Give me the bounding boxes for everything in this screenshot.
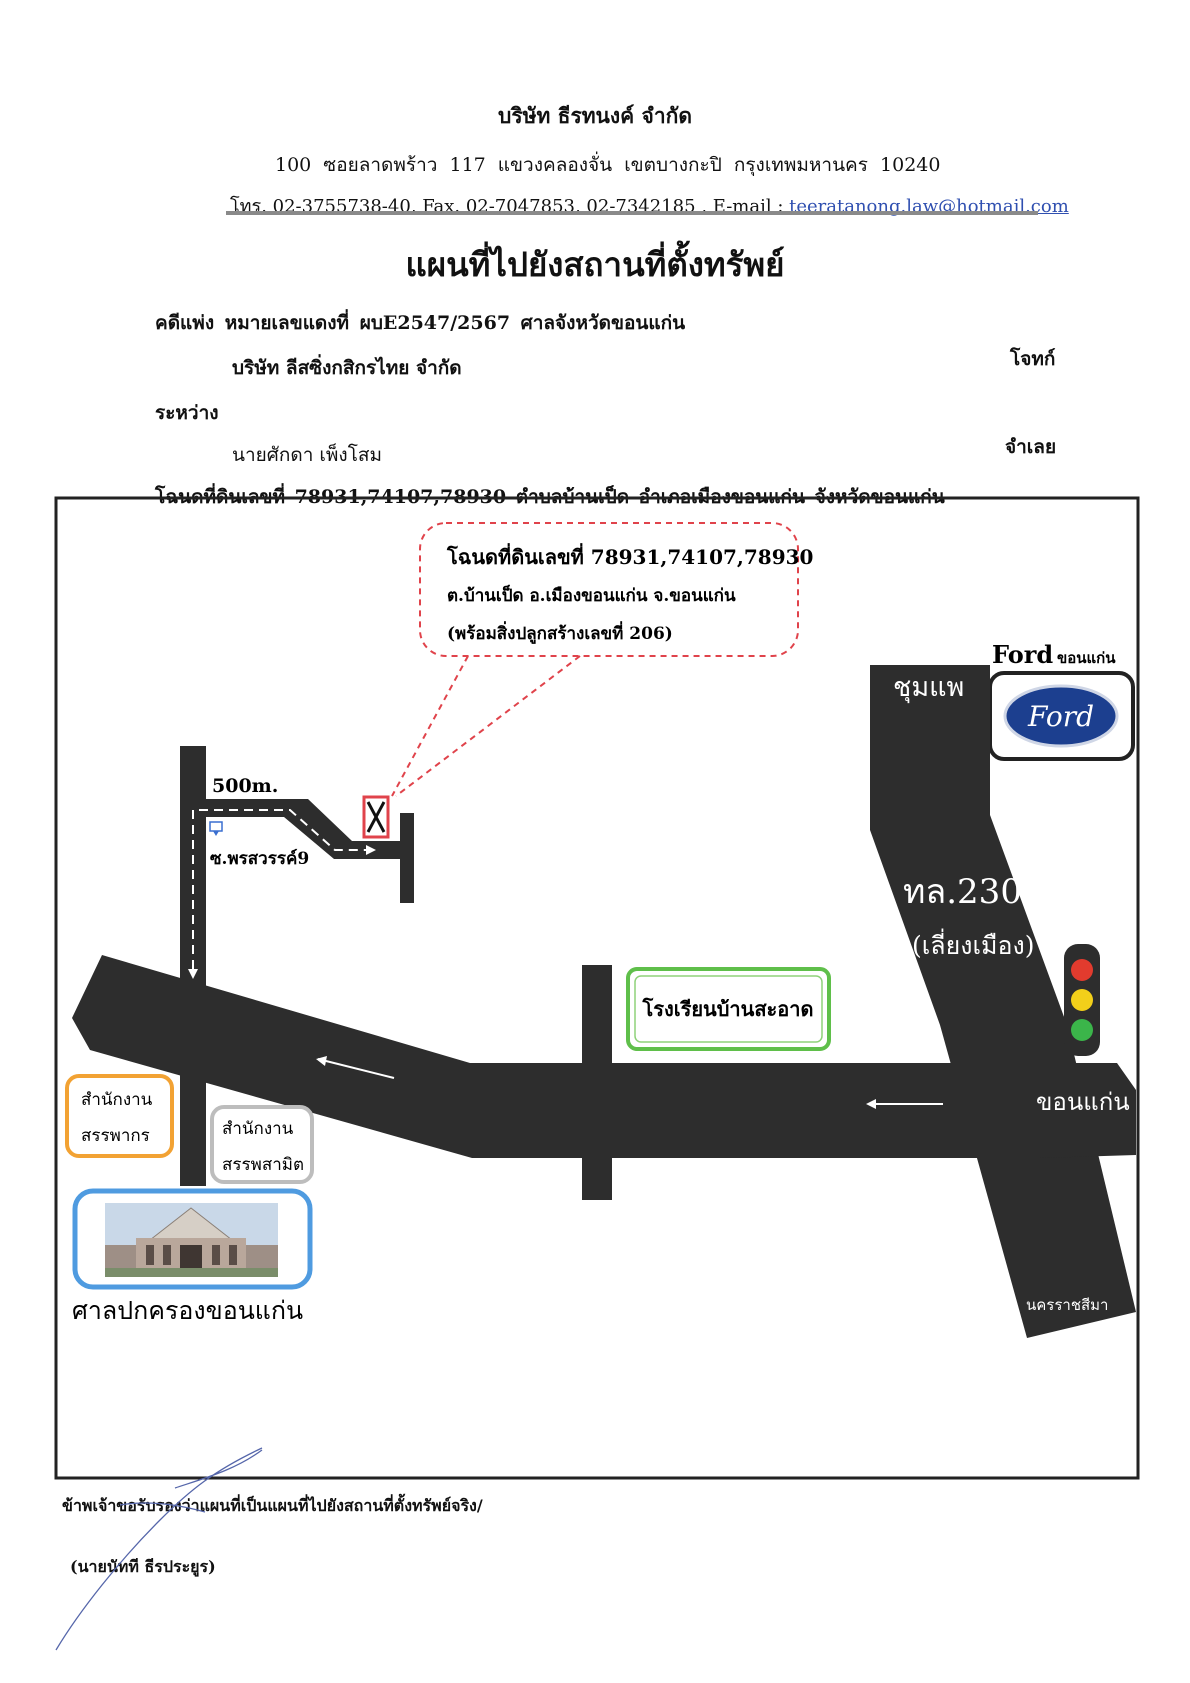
defendant-name: นายศักดา เพ็งโสม (232, 444, 383, 466)
road-label-khonkaen: ขอนแก่น (1036, 1088, 1130, 1116)
callout-deed-text: โฉนดที่ดินเลขที่ 78931,74107,78930 (446, 542, 813, 569)
ford-logo-text: Ford (1027, 700, 1094, 733)
main-road (72, 955, 1136, 1158)
callout-bubble (419, 522, 799, 657)
excise-office-line1: สำนักงาน (222, 1119, 294, 1139)
soi-road-tbar (400, 813, 414, 903)
road-label-chumphae: ชุมแพ (893, 672, 964, 704)
document-title: แผนที่ไปยังสถานที่ตั้งทรัพย์ (405, 245, 785, 284)
soi-road-segment (206, 799, 308, 817)
school-label: โรงเรียนบ้านสะอาด (642, 997, 814, 1021)
school-cross-road (582, 965, 612, 1200)
header-divider (226, 211, 1038, 215)
property-x-icon-stroke (366, 801, 386, 833)
traffic-light-yellow (1071, 989, 1093, 1011)
road-label-bypass: (เลี่ยงเมือง) (912, 928, 1034, 960)
callout-tail-left (391, 655, 469, 797)
school-box-inner (634, 975, 823, 1043)
arrow-head-west (316, 1056, 327, 1066)
company-address: 100 ซอยลาดพร้าว 117 แขวงคลองจั่น เขตบางก… (275, 154, 941, 176)
route-arrow-head (366, 845, 376, 855)
callout-location-text: ต.บ้านเป็ด อ.เมืองขอนแก่น จ.ขอนแก่น (447, 583, 736, 606)
revenue-office-box (65, 1074, 174, 1158)
route-path (192, 809, 372, 969)
revenue-office-line2: สรรพากร (81, 1126, 150, 1146)
case-number-line: คดีแพ่ง หมายเลขแดงที่ ผบE2547/2567 ศาลจั… (155, 312, 686, 334)
route-arrow-down (188, 969, 198, 979)
callout-tail-right (395, 655, 581, 797)
certification-statement: ข้าพเจ้าขอรับรองว่าแผนที่เป็นแผนที่ไปยัง… (62, 1496, 483, 1515)
ford-brand-label: Ford (992, 640, 1053, 669)
between-label: ระหว่าง (155, 402, 219, 424)
revenue-office-line1: สำนักงาน (81, 1090, 153, 1110)
plaintiff-name: บริษัท ลีสซิ่งกสิกรไทย จำกัด (232, 357, 462, 379)
map-frame (54, 496, 1140, 1480)
callout-building-text: (พร้อมสิ่งปลูกสร้างเลขที่ 206) (447, 621, 673, 645)
traffic-light-green (1071, 1019, 1093, 1041)
court-building-image (105, 1203, 278, 1277)
distance-label: 500m. (212, 775, 278, 797)
company-name: บริษัท ธีรทนงค์ จำกัด (498, 103, 692, 128)
excise-office-box (210, 1105, 314, 1184)
signer-name: (นายนัทที ธีรประยูร) (70, 1557, 216, 1576)
excise-office-line2: สรรพสามิต (222, 1155, 304, 1175)
road-label-nakhon: นครราชสีมา (1026, 1296, 1108, 1314)
court-label: ศาลปกครองขอนแก่น (72, 1296, 303, 1325)
soi-pin-icon (209, 821, 223, 832)
defendant-role: จำเลย (1005, 436, 1057, 458)
ford-city-label: ขอนแก่น (1057, 649, 1116, 667)
soi-label: ซ.พรสวรรค์9 (210, 848, 309, 869)
plaintiff-role: โจทก์ (1010, 348, 1056, 370)
highway-230-road-north (870, 665, 1067, 1025)
arrow-head-east (866, 1099, 876, 1109)
road-label-highway-230: ทล.230 (903, 872, 1022, 912)
soi-pin-tip (213, 831, 219, 836)
direction-arrow-west (317, 1058, 395, 1079)
school-box (626, 967, 831, 1051)
ford-logo-icon (1003, 684, 1119, 748)
traffic-light-red (1071, 959, 1093, 981)
